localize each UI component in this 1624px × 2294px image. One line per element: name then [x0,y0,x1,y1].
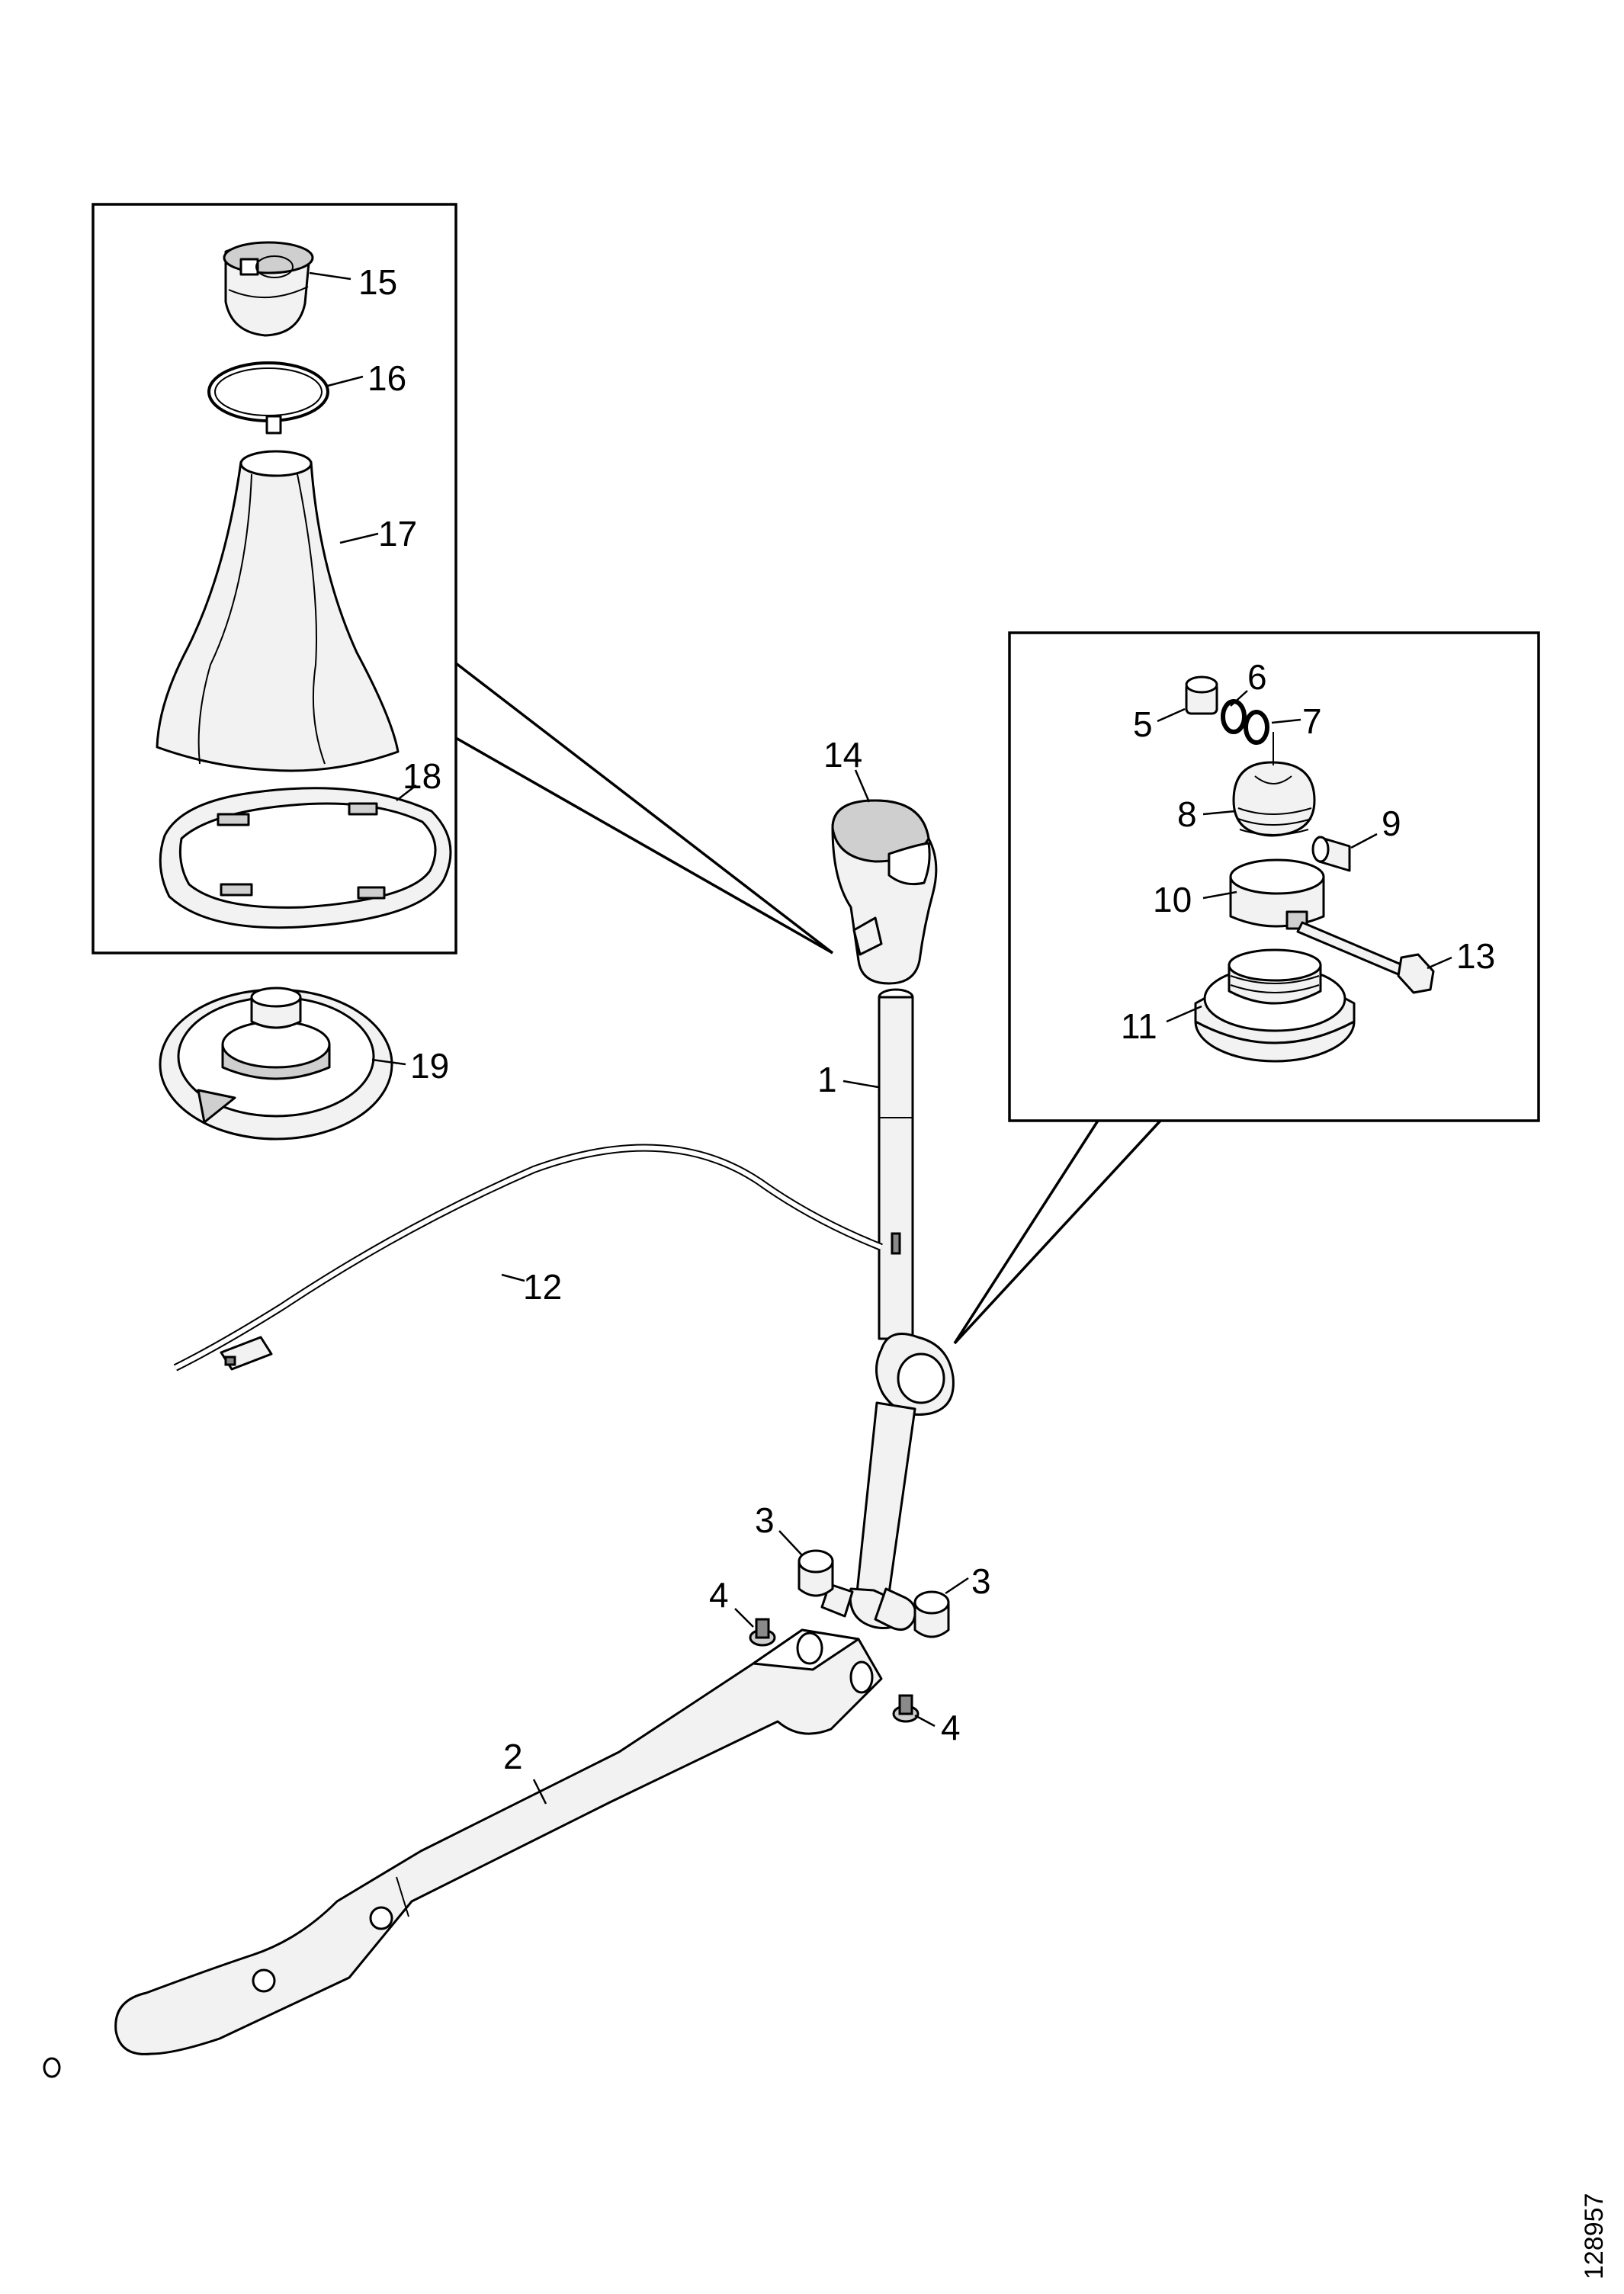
part-6-7-circlips [1221,699,1269,745]
part-15-cap [223,241,314,337]
part-16-clamp-ring [207,361,329,435]
callout-12: 12 [523,1267,562,1307]
callout-1: 1 [817,1060,837,1099]
part-13-bolt [1296,921,1435,994]
balljoint-detail-box [953,631,1540,1345]
callout-14: 14 [823,735,862,775]
part-2-gear-rod [43,1628,883,2078]
callout-13: 13 [1456,936,1495,976]
part-17-boot [156,450,400,772]
part-18-boot-frame [159,787,452,929]
part-14-gear-knob [831,799,938,985]
boot-detail-box [91,203,834,954]
callout-7: 7 [1302,701,1322,741]
callout-8: 8 [1177,794,1197,834]
callout-15: 15 [358,262,397,302]
callout-11: 11 [1121,1006,1157,1046]
part-3-bushing-left [798,1549,834,1597]
part-8-threaded-ball [1232,732,1316,837]
callout-3-right: 3 [971,1561,991,1601]
part-4-screw-lower [892,1694,920,1723]
callout-17: 17 [378,514,417,553]
callout-4-lower: 4 [941,1708,961,1747]
callout-5: 5 [1133,704,1153,744]
leader-lines [309,271,1452,1805]
part-11-housing [1194,948,1356,1063]
part-10-sleeve [1229,858,1325,930]
part-19-base-seal [159,987,393,1141]
part-3-bushing-right [913,1590,950,1638]
callout-19: 19 [410,1046,449,1086]
callout-10: 10 [1153,880,1192,919]
part-12-cable [173,1144,883,1372]
callout-16: 16 [367,358,406,398]
part-5-bushing [1185,675,1218,715]
part-4-screw-upper [749,1618,776,1647]
callout-6: 6 [1247,657,1267,697]
part-1-shift-lever [820,988,955,1631]
callout-4-upper: 4 [709,1575,729,1615]
callout-18: 18 [403,756,441,796]
callout-labels: 1 2 3 3 4 4 5 6 7 8 9 10 11 12 13 14 15 … [358,262,1495,1776]
callout-3-left: 3 [755,1500,775,1540]
part-9-pin [1311,836,1351,872]
callout-9: 9 [1382,804,1401,843]
callout-2: 2 [503,1737,523,1776]
figure-id: 128957 [1580,2193,1609,2280]
